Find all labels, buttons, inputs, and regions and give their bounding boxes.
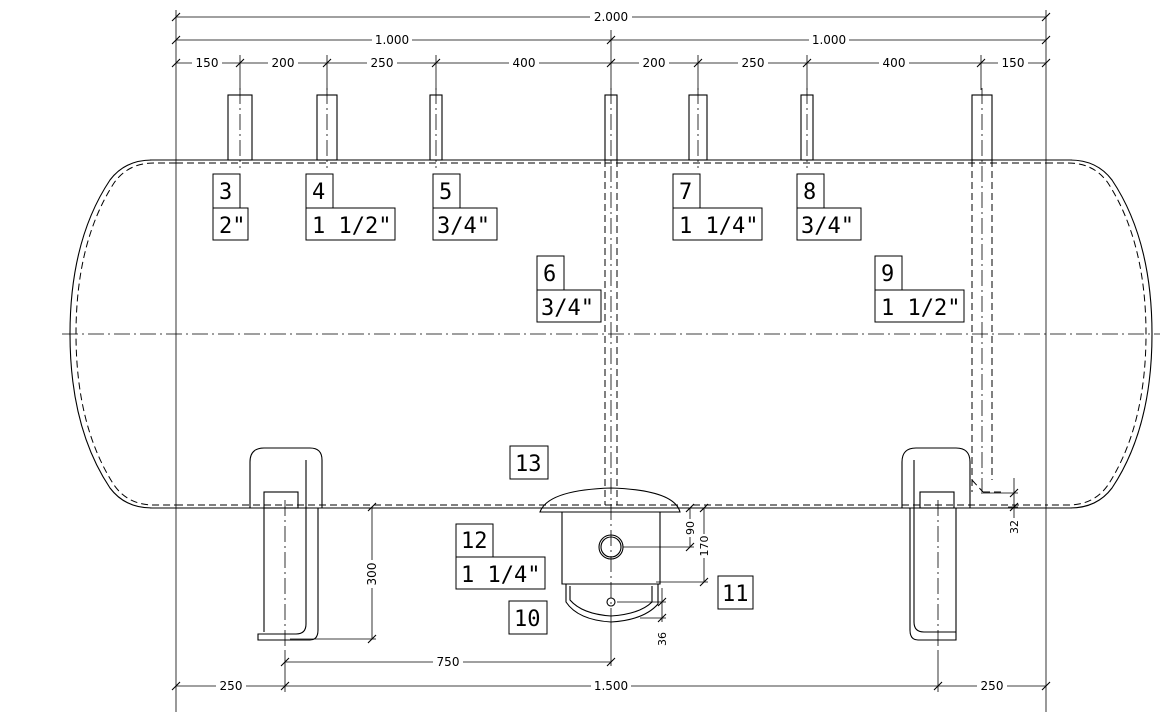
nozzle-8-number: 8	[803, 180, 816, 205]
nozzle-9-number: 9	[881, 262, 894, 287]
dim-bottom-left: 250	[220, 679, 243, 693]
nozzle-5-pipe	[429, 88, 443, 168]
nozzle-7-size: 1 1/4"	[679, 214, 758, 239]
nozzle-5-size: 3/4"	[437, 214, 490, 239]
nozzle-7-number: 7	[679, 180, 692, 205]
nozzle-3-size: 2"	[219, 214, 246, 239]
dim-spacing-5: 200	[643, 56, 666, 70]
dim-spacing-7: 400	[883, 56, 906, 70]
nozzle-7-pipe	[688, 88, 708, 168]
dim-spacing-8: 150	[1002, 56, 1025, 70]
nozzle-4-size: 1 1/2"	[312, 214, 391, 239]
nozzle-4-pipe	[316, 88, 338, 168]
nozzle-5-number: 5	[439, 180, 452, 205]
nozzle-6-size: 3/4"	[541, 296, 594, 321]
nozzle-12-number: 12	[461, 529, 488, 554]
dim-bottom-right: 250	[981, 679, 1004, 693]
nozzle-6-pipe	[604, 88, 618, 612]
dim-overall: 2.000	[594, 10, 628, 24]
sump	[539, 487, 681, 623]
shell-tag: 13	[515, 452, 542, 477]
nozzle-9-size: 1 1/2"	[881, 296, 960, 321]
dim-spacing-6: 250	[742, 56, 765, 70]
dim-spacing-4: 400	[513, 56, 536, 70]
dim-half-right: 1.000	[812, 33, 846, 47]
top-nozzles	[227, 88, 1005, 612]
nozzle-8-size: 3/4"	[801, 214, 854, 239]
dim-spacing-2: 200	[272, 56, 295, 70]
dim-spacing-1: 150	[196, 56, 219, 70]
nozzle-4-number: 4	[312, 180, 325, 205]
dim-sump-90: 90	[684, 521, 697, 535]
dim-nozzle-32: 32	[1008, 520, 1021, 534]
dim-support-height: 300	[365, 563, 379, 586]
right-saddle	[901, 447, 971, 650]
nozzle-9-pipe	[971, 88, 1005, 495]
dim-sump-36: 36	[656, 632, 669, 646]
left-saddle	[249, 447, 323, 650]
drain-tag: 11	[722, 582, 749, 607]
sump-tag: 10	[514, 607, 541, 632]
dim-support-offset: 750	[437, 655, 460, 669]
dim-half-left: 1.000	[375, 33, 409, 47]
nozzle-3-number: 3	[219, 180, 232, 205]
nozzle-12-size: 1 1/4"	[461, 563, 540, 588]
nozzle-6-number: 6	[543, 262, 556, 287]
nozzle-3-pipe	[227, 88, 253, 168]
nozzle-8-pipe	[800, 88, 814, 168]
dim-bottom-middle: 1.500	[594, 679, 628, 693]
dim-sump-170: 170	[698, 536, 711, 557]
dimension-texts: 2.000 1.000 1.000 150 200 250 400 200 25…	[192, 9, 1028, 693]
dim-spacing-3: 250	[371, 56, 394, 70]
nozzle-tags: 3 2" 4 1 1/2" 5 3/4" 6 3/4" 7 1 1/4" 8 3…	[212, 173, 965, 635]
